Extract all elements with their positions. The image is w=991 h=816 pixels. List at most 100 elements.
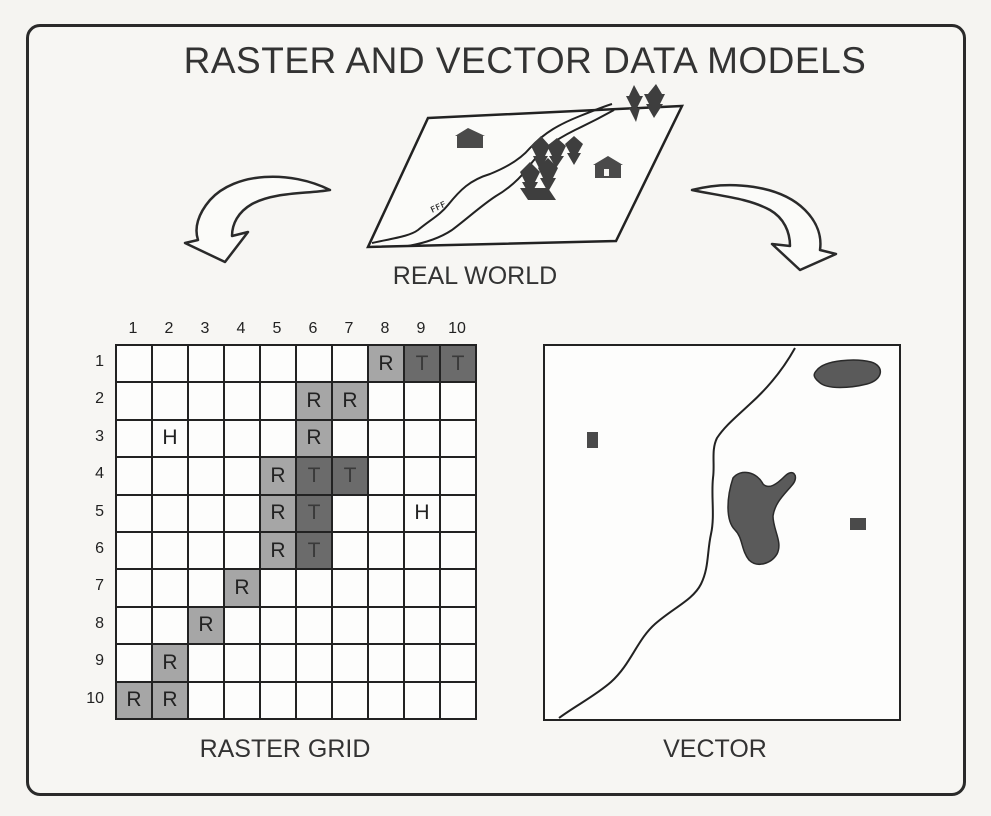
- raster-cell: [261, 645, 297, 683]
- real-world-caption: REAL WORLD: [392, 262, 558, 290]
- vector-forest-polygon: [727, 471, 797, 565]
- raster-cell: [369, 532, 405, 571]
- raster-column-number: 7: [344, 320, 354, 337]
- raster-cell: [189, 420, 225, 459]
- raster-cell: [189, 458, 225, 496]
- raster-cell: [153, 607, 189, 646]
- raster-cell: [189, 346, 225, 384]
- raster-cell: [369, 607, 405, 646]
- tree-cluster-icon: [626, 84, 665, 122]
- house-icon: [455, 128, 485, 148]
- raster-cell: R: [297, 420, 333, 459]
- raster-cell: [225, 420, 261, 459]
- raster-cell: [261, 346, 297, 384]
- raster-row-number: 7: [95, 577, 104, 595]
- raster-cell: R: [225, 570, 261, 608]
- raster-cell: R: [153, 682, 189, 720]
- raster-cell: T: [297, 458, 333, 496]
- raster-cell: R: [261, 532, 297, 571]
- raster-cell: [405, 682, 441, 720]
- raster-cell: [441, 682, 477, 720]
- vector-panel: [543, 344, 901, 721]
- raster-cell: [189, 383, 225, 421]
- raster-row-number: 6: [95, 540, 104, 557]
- raster-cell: T: [405, 346, 441, 384]
- raster-cell: T: [297, 495, 333, 533]
- vector-map: [558, 347, 881, 719]
- raster-cell: [333, 570, 369, 608]
- raster-cell: [297, 645, 333, 683]
- raster-cell: H: [405, 495, 441, 533]
- raster-row-number: 3: [95, 427, 104, 445]
- raster-cell: R: [189, 607, 225, 646]
- raster-cell: [189, 495, 225, 533]
- raster-cell: T: [333, 458, 369, 496]
- figure-title: RASTER AND VECTOR DATA MODELS: [183, 40, 867, 81]
- raster-cell: [117, 570, 153, 608]
- raster-cell: [369, 383, 405, 421]
- raster-cell: [117, 495, 153, 533]
- raster-column-number: 1: [128, 320, 138, 337]
- raster-cell: [189, 570, 225, 608]
- raster-cell: [117, 346, 153, 384]
- raster-cell: [225, 383, 261, 421]
- raster-cell: [441, 532, 477, 571]
- raster-cell: [117, 645, 153, 683]
- raster-cell: [333, 607, 369, 646]
- raster-cell: [117, 607, 153, 646]
- raster-cell: [405, 458, 441, 496]
- raster-cell: T: [297, 532, 333, 571]
- raster-cell: [333, 420, 369, 459]
- vector-river-line: [558, 347, 796, 719]
- raster-cell: R: [297, 383, 333, 421]
- raster-cell: [189, 682, 225, 720]
- raster-cell: [441, 570, 477, 608]
- raster-cell: R: [261, 495, 297, 533]
- vector-lake-polygon: [813, 359, 881, 389]
- raster-row-number: 4: [95, 465, 104, 483]
- raster-cell: [441, 383, 477, 421]
- raster-cell: [405, 532, 441, 571]
- raster-cell: [117, 383, 153, 421]
- raster-cell: [117, 458, 153, 496]
- raster-cell: [441, 607, 477, 646]
- raster-cell: [333, 645, 369, 683]
- raster-column-number: 4: [236, 320, 246, 337]
- raster-column-number: 2: [164, 320, 174, 337]
- raster-row-number: 8: [95, 614, 104, 632]
- raster-cell: [441, 420, 477, 459]
- raster-row-number: 1: [95, 353, 104, 370]
- raster-column-number: 8: [380, 320, 390, 337]
- raster-cell: [369, 420, 405, 459]
- raster-cell: [261, 682, 297, 720]
- raster-cell: [369, 458, 405, 496]
- raster-cell: [297, 346, 333, 384]
- raster-cell: [333, 346, 369, 384]
- raster-cell: [261, 607, 297, 646]
- raster-cell: [153, 346, 189, 384]
- raster-row-number: 9: [95, 652, 104, 670]
- raster-cell: [189, 645, 225, 683]
- raster-cell: [189, 532, 225, 571]
- raster-cell: [225, 495, 261, 533]
- raster-cell: [333, 532, 369, 571]
- raster-column-number: 3: [200, 320, 210, 337]
- raster-cell: [153, 383, 189, 421]
- raster-cell: H: [153, 420, 189, 459]
- raster-cell: [441, 645, 477, 683]
- raster-cell: [441, 495, 477, 533]
- raster-column-number: 6: [308, 320, 318, 337]
- raster-cell: [369, 682, 405, 720]
- raster-cell: [261, 383, 297, 421]
- raster-cell: [261, 570, 297, 608]
- raster-cell: [333, 682, 369, 720]
- arrow-to-vector-icon: [690, 183, 838, 272]
- arrow-to-raster-icon: [183, 175, 332, 264]
- raster-cell: R: [369, 346, 405, 384]
- tree-cluster-icon: [520, 136, 583, 200]
- raster-cell: [333, 495, 369, 533]
- vector-house-point: [587, 432, 598, 448]
- raster-cell: [225, 682, 261, 720]
